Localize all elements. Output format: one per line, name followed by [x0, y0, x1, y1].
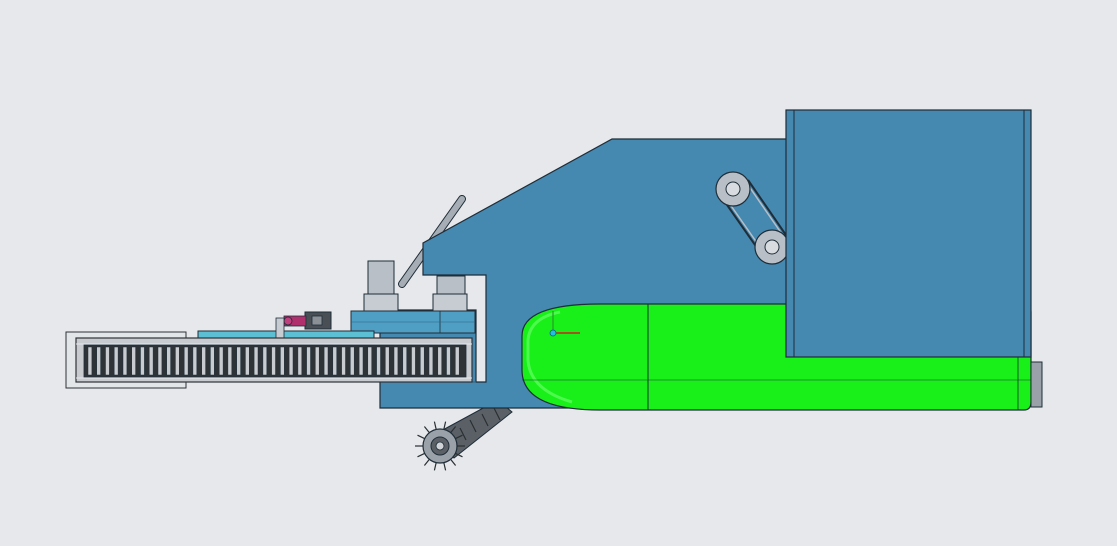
- arm-spike: [481, 413, 489, 427]
- chain-link: [323, 346, 329, 376]
- origin-triad: [549, 311, 580, 337]
- chain-link: [131, 346, 136, 376]
- chain-link: [402, 346, 407, 376]
- chain-link: [315, 346, 320, 376]
- hopper-box[interactable]: [785, 109, 1032, 358]
- chain-link: [271, 346, 276, 376]
- hose-connector[interactable]: [275, 311, 332, 343]
- chain-link: [455, 346, 460, 376]
- cylinders[interactable]: [350, 260, 476, 334]
- arm-spike: [469, 419, 477, 433]
- chain-link: [341, 346, 346, 376]
- belt-pulleys[interactable]: [715, 171, 790, 265]
- chain-link: [376, 346, 381, 376]
- chain-link: [306, 346, 311, 376]
- chain-link: [157, 346, 163, 376]
- chain-link: [367, 346, 372, 376]
- chain-link: [411, 346, 416, 376]
- chain-link: [385, 346, 390, 376]
- hydraulic-cylinder-icon: [432, 275, 468, 312]
- chain-link: [245, 346, 250, 376]
- chain-link: [428, 346, 434, 376]
- chain-link: [262, 346, 268, 376]
- pulley-icon: [715, 171, 751, 207]
- chain-link: [201, 346, 206, 376]
- chain-link: [105, 346, 110, 376]
- hydraulic-cylinder-icon: [363, 260, 399, 312]
- chain-link: [148, 346, 154, 376]
- pulley-icon: [754, 229, 790, 265]
- chain-link: [166, 346, 171, 376]
- chain-link: [332, 346, 337, 376]
- chain-link: [236, 346, 241, 376]
- chain-link: [122, 346, 128, 376]
- chain-link: [183, 346, 189, 376]
- tank-cap: [1030, 361, 1043, 408]
- chain-link: [192, 346, 198, 376]
- chain-link: [96, 346, 101, 376]
- chain-link: [288, 346, 294, 376]
- chain-link: [358, 346, 364, 376]
- chain-link: [140, 346, 145, 376]
- chain-link: [113, 346, 119, 376]
- chain-link: [175, 346, 180, 376]
- spiked-wheel-arm[interactable]: [415, 399, 513, 471]
- arm-spike: [459, 427, 467, 441]
- chain-link: [87, 346, 93, 376]
- chain-link: [446, 346, 451, 376]
- chain-link: [297, 346, 303, 376]
- chain-link: [210, 346, 215, 376]
- chain-link: [218, 346, 224, 376]
- chain-link: [420, 346, 425, 376]
- chain-link: [350, 346, 355, 376]
- arm-spike: [493, 407, 501, 421]
- chain-link: [227, 346, 233, 376]
- conveyor-chain[interactable]: [65, 331, 473, 389]
- chain-link: [437, 346, 442, 376]
- chain-link: [253, 346, 259, 376]
- chain-link: [280, 346, 285, 376]
- spiked-wheel-icon: [422, 428, 458, 464]
- chain-link: [393, 346, 399, 376]
